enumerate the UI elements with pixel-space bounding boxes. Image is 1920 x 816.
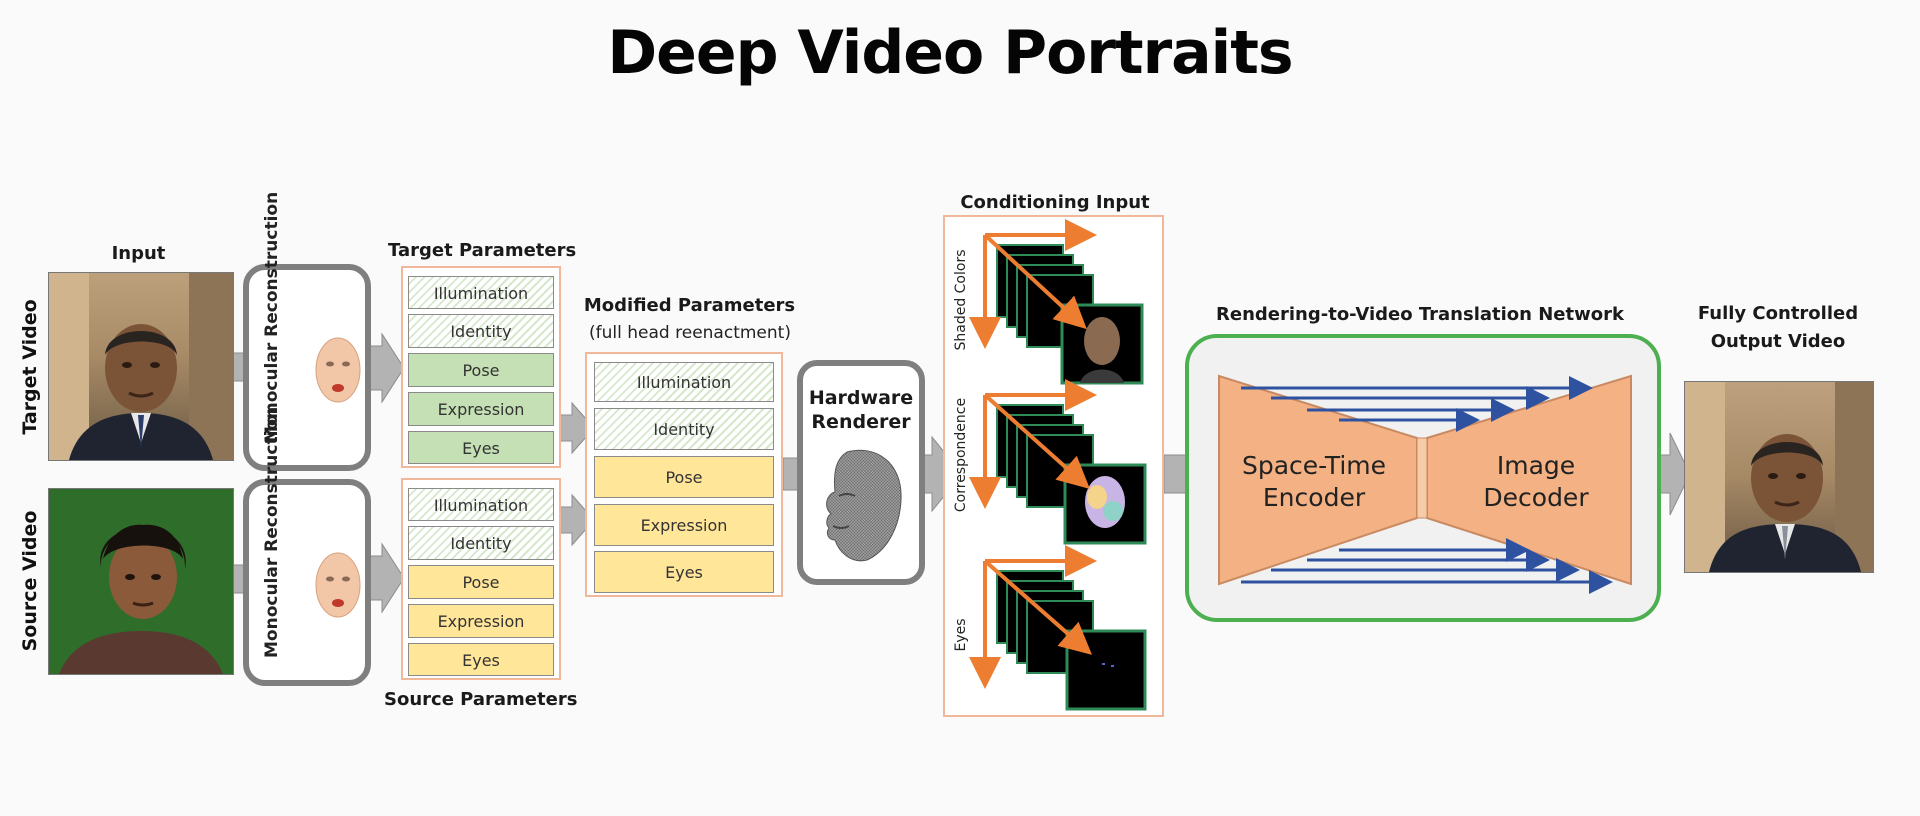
source-video-label: Source Video: [19, 510, 41, 652]
target-video-label: Target Video: [19, 299, 41, 435]
network-label: Rendering-to-Video Translation Network: [1216, 304, 1624, 325]
arrow-source-to-modified: [559, 493, 595, 547]
monocular-reconstruction-target: Monocular Reconstruction: [243, 192, 371, 471]
modified-parameters-sublabel: (full head reenactment): [589, 323, 791, 343]
correspondence-stack: [969, 379, 1147, 545]
arrow-mono-to-target-params: [369, 332, 405, 404]
source-param-expression: Expression: [408, 604, 554, 638]
target-param-identity: Identity: [408, 314, 554, 348]
target-param-expression: Expression: [408, 392, 554, 426]
modified-param-expression: Expression: [594, 504, 774, 546]
arrow-target-to-modified: [559, 401, 595, 455]
source-param-illumination: Illumination: [408, 488, 554, 521]
translation-network-box: Space-Time Encoder Image Decoder: [1185, 334, 1661, 622]
mesh-head-icon: [826, 449, 902, 562]
modified-parameters-panel: Illumination Identity Pose Expression Ey…: [585, 352, 783, 597]
source-param-identity: Identity: [408, 526, 554, 560]
source-parameters-label: Source Parameters: [384, 689, 578, 710]
modified-param-identity: Identity: [594, 408, 774, 450]
source-param-eyes: Eyes: [408, 643, 554, 676]
output-person-image: [1685, 382, 1873, 572]
monocular-reconstruction-label: Monocular Reconstruction: [262, 406, 282, 658]
modified-param-illumination: Illumination: [594, 362, 774, 402]
target-parameters-label: Target Parameters: [388, 240, 577, 261]
monocular-reconstruction-source: Monocular Reconstruction: [243, 406, 371, 686]
hardware-renderer-label: Hardware Renderer: [808, 387, 914, 433]
target-parameters-panel: Illumination Identity Pose Expression Ey…: [401, 266, 561, 468]
arrow-network-to-output: [1659, 432, 1691, 516]
modified-param-pose: Pose: [594, 456, 774, 498]
conditioning-stacks: [969, 219, 1147, 711]
source-param-pose: Pose: [408, 565, 554, 599]
source-video-frame: [48, 488, 234, 675]
conditioning-input-panel: Shaded Colors Correspondence Eyes: [943, 215, 1164, 717]
target-param-pose: Pose: [408, 353, 554, 387]
arrow-conditioning-to-network: [1163, 454, 1187, 494]
encoder-decoder-diagram: [1218, 374, 1632, 594]
arrow-mono-to-source-params: [369, 542, 405, 614]
target-person-image: [49, 273, 233, 460]
hardware-renderer-box: Hardware Renderer: [797, 360, 925, 585]
input-label: Input: [111, 243, 166, 264]
encoder-label: Space-Time Encoder: [1241, 451, 1387, 512]
target-param-illumination: Illumination: [408, 276, 554, 309]
source-parameters-panel: Illumination Identity Pose Expression Ey…: [401, 478, 561, 680]
target-param-eyes: Eyes: [408, 431, 554, 464]
source-person-image: [49, 489, 233, 674]
shaded-colors-stack: [969, 219, 1144, 385]
face-model-icon: [315, 337, 361, 403]
output-label: Fully Controlled Output Video: [1697, 303, 1859, 352]
output-video-frame: [1684, 381, 1874, 573]
eyes-stack: [969, 545, 1147, 711]
face-model-icon: [315, 552, 361, 618]
conditioning-input-label: Conditioning Input: [960, 192, 1150, 213]
page-title: Deep Video Portraits: [607, 18, 1293, 88]
modified-param-eyes: Eyes: [594, 551, 774, 593]
decoder-label: Image Decoder: [1483, 451, 1589, 512]
modified-parameters-label: Modified Parameters: [583, 295, 796, 316]
target-video-frame: [48, 272, 234, 461]
